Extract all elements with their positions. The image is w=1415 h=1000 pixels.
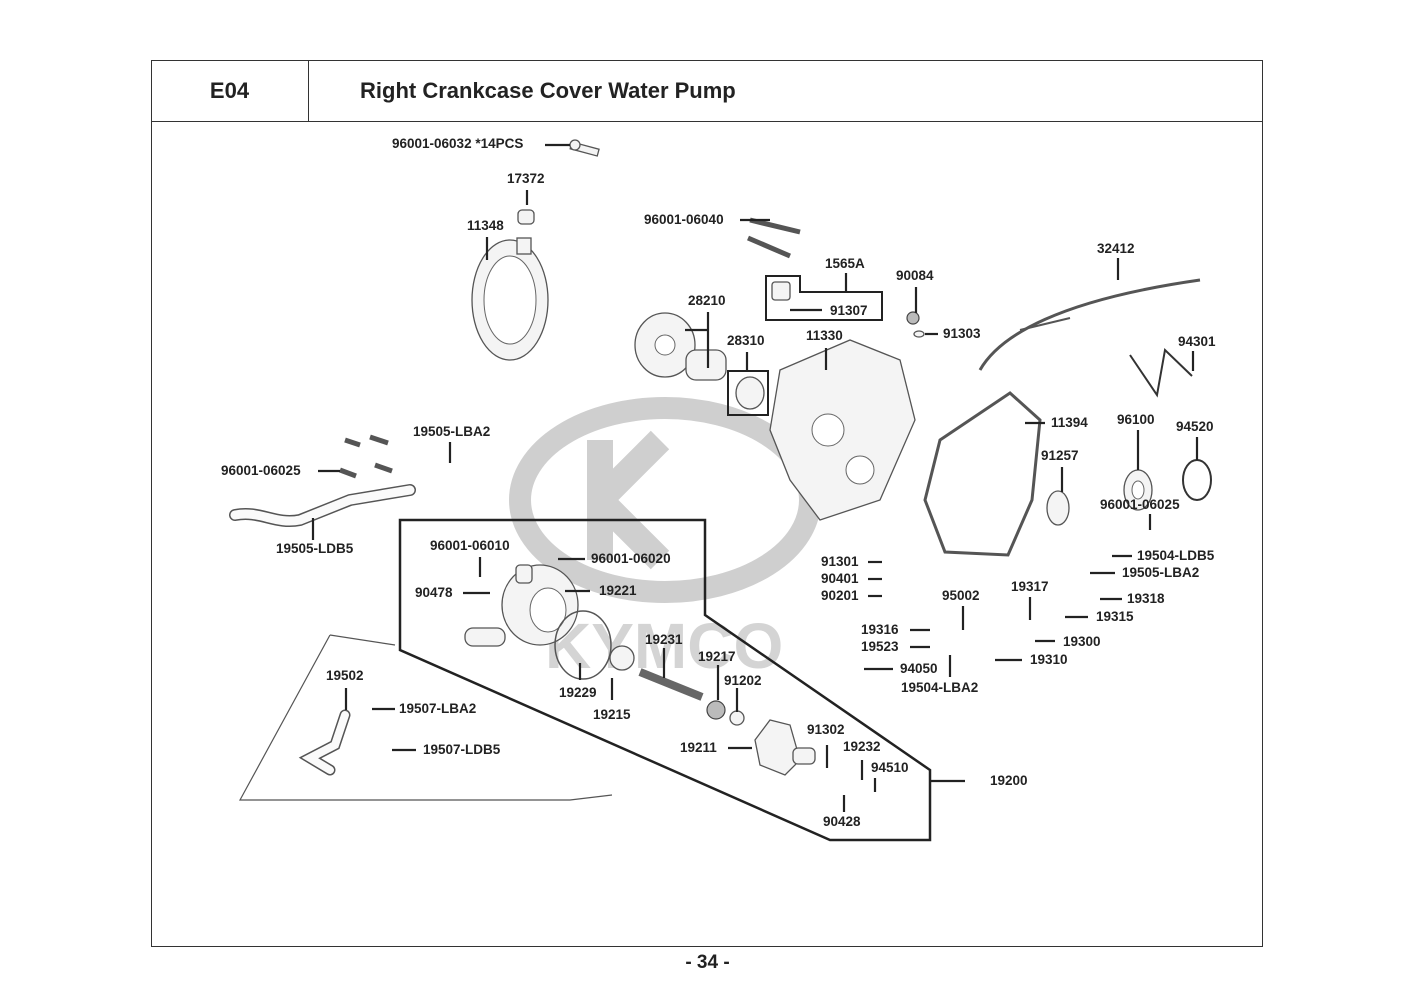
part-bolts-06025-left — [339, 434, 393, 479]
label-94050: 94050 — [900, 661, 938, 676]
label-91202: 91202 — [724, 673, 762, 688]
label-19507-LDB5: 19507-LDB5 — [423, 742, 501, 757]
label-11348: 11348 — [467, 218, 504, 233]
hose-group-outline — [238, 634, 613, 801]
part-94520-circlip — [1182, 459, 1212, 501]
part-1565A-box — [765, 275, 883, 321]
label-90428: 90428 — [823, 814, 861, 829]
label-19310: 19310 — [1030, 652, 1068, 667]
label-96001-06025-left: 96001-06025 — [221, 463, 301, 478]
water-pump-group-outline — [398, 518, 932, 842]
part-91202-seal — [729, 710, 745, 726]
label-91257: 91257 — [1041, 448, 1079, 463]
part-28210 — [634, 312, 727, 381]
label-19232: 19232 — [843, 739, 881, 754]
label-32412: 32412 — [1097, 241, 1135, 256]
leader-lines — [311, 143, 1199, 812]
part-17372 — [517, 209, 535, 225]
part-94301 — [1129, 347, 1193, 398]
label-19231: 19231 — [645, 632, 683, 647]
label-19502: 19502 — [326, 668, 364, 683]
label-90201: 90201 — [821, 588, 859, 603]
label-90401: 90401 — [821, 571, 859, 586]
label-19505-LDB5: 19505-LDB5 — [276, 541, 354, 556]
part-19221-pump-housing — [464, 564, 579, 647]
label-96001-06040: 96001-06040 — [644, 212, 724, 227]
label-94520: 94520 — [1176, 419, 1214, 434]
label-19507-LBA2: 19507-LBA2 — [399, 701, 476, 716]
label-19200: 19200 — [990, 773, 1028, 788]
label-17372: 17372 — [507, 171, 545, 186]
label-1565A: 1565A — [825, 256, 865, 271]
label-19504-LBA2: 19504-LBA2 — [901, 680, 978, 695]
label-19215: 19215 — [593, 707, 631, 722]
label-19505-LBA2-right: 19505-LBA2 — [1122, 565, 1199, 580]
part-32412-wire — [978, 278, 1201, 371]
label-96001-06032: 96001-06032 *14PCS — [392, 136, 523, 151]
part-91257-seal — [1046, 490, 1070, 526]
part-bolts-06040 — [747, 217, 801, 259]
header-divider — [309, 121, 1263, 122]
label-96001-06010: 96001-06010 — [430, 538, 510, 553]
part-11394-gasket — [923, 391, 1042, 557]
label-96001-06020: 96001-06020 — [591, 551, 671, 566]
part-11348-cover — [471, 237, 549, 361]
label-94510: 94510 — [871, 760, 909, 775]
label-28310: 28310 — [727, 333, 765, 348]
label-28210: 28210 — [688, 293, 726, 308]
label-94301: 94301 — [1178, 334, 1216, 349]
label-19217: 19217 — [698, 649, 736, 664]
label-90084: 90084 — [896, 268, 934, 283]
label-96001-06025-right: 96001-06025 — [1100, 497, 1180, 512]
page-title: Right Crankcase Cover Water Pump — [360, 78, 736, 103]
part-19229-gasket — [554, 610, 612, 680]
label-19211: 19211 — [680, 740, 717, 755]
label-11330: 11330 — [806, 328, 843, 343]
part-19505-LDB5-hose — [229, 484, 416, 527]
label-91307: 91307 — [830, 303, 868, 318]
label-19317: 19317 — [1011, 579, 1049, 594]
part-96100-bearing — [1123, 469, 1153, 511]
part-bolt-14pcs — [569, 139, 600, 157]
label-19318: 19318 — [1127, 591, 1165, 606]
label-19300: 19300 — [1063, 634, 1101, 649]
part-11330-crankcase-cover — [769, 339, 916, 521]
part-90084 — [906, 311, 925, 338]
label-19505-LBA2-left: 19505-LBA2 — [413, 424, 490, 439]
label-19221: 19221 — [599, 583, 637, 598]
label-19523: 19523 — [861, 639, 899, 654]
callout-labels: 96001-06032 *14PCS 17372 11348 96001-060… — [221, 136, 1216, 829]
section-code: E04 — [151, 60, 309, 122]
label-19504-LDB5: 19504-LDB5 — [1137, 548, 1215, 563]
label-11394: 11394 — [1051, 415, 1088, 430]
label-19229: 19229 — [559, 685, 597, 700]
part-19211 — [754, 719, 816, 776]
label-90478: 90478 — [415, 585, 453, 600]
label-19316: 19316 — [861, 622, 899, 637]
label-19315: 19315 — [1096, 609, 1134, 624]
label-96100: 96100 — [1117, 412, 1155, 427]
label-91303: 91303 — [943, 326, 981, 341]
part-19217-seal — [706, 700, 726, 720]
part-19502-hose — [298, 709, 351, 776]
diagram-frame — [151, 60, 1263, 947]
page-number: - 34 - — [685, 952, 730, 973]
label-91302: 91302 — [807, 722, 845, 737]
label-95002: 95002 — [942, 588, 980, 603]
part-19231-shaft — [638, 668, 704, 701]
label-91301: 91301 — [821, 554, 859, 569]
part-19215-impeller — [609, 645, 635, 671]
